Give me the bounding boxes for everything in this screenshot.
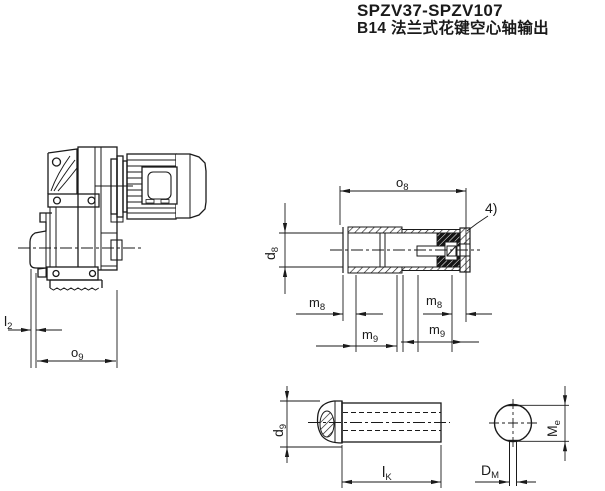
dim-m8-m9 — [296, 275, 492, 352]
gearbox-flange-plate — [47, 148, 78, 194]
spline-hatch — [319, 410, 335, 438]
dim-label-o9: o9 — [71, 345, 84, 363]
dim-label-o8: o8 — [396, 175, 409, 193]
dim-label-d8: d8 — [262, 247, 281, 260]
dim-d8 — [279, 203, 343, 294]
dim-me — [509, 386, 569, 461]
dim-d9 — [280, 386, 342, 463]
motor-flange — [110, 155, 128, 223]
page-title: SPZV37-SPZV107 — [357, 1, 503, 20]
upper-mounting-bar — [47, 193, 100, 208]
dim-dm — [475, 479, 536, 485]
callout-4: 4) — [466, 200, 497, 232]
dim-label-m9-left: m9 — [362, 327, 378, 345]
dim-label-m8-right: m8 — [426, 293, 442, 311]
dim-label-lk: lK — [382, 464, 392, 483]
dim-label-l2: l2 — [4, 313, 12, 332]
retaining-bolt — [416, 241, 458, 261]
dim-o9 — [37, 290, 118, 368]
lower-mounting-bar — [46, 266, 103, 291]
motor-rear-cap — [176, 153, 207, 219]
callout-label-4: 4) — [485, 200, 497, 216]
title-block: SPZV37-SPZV107 B14 法兰式花键空心轴输出 — [357, 2, 549, 38]
dim-label-m8-left: m8 — [309, 295, 325, 313]
dim-lk — [341, 445, 442, 488]
dim-label-m9-right: m9 — [429, 322, 445, 340]
dim-o8 — [339, 186, 467, 322]
motor — [126, 153, 207, 220]
dim-label-d9: d9 — [270, 424, 289, 437]
hollow-shaft-section-view — [330, 226, 480, 274]
dim-l2 — [8, 269, 62, 368]
page-subtitle: B14 法兰式花键空心轴输出 — [357, 20, 549, 37]
hollow-shaft-boss — [29, 212, 52, 278]
dim-label-dm: DM — [481, 462, 499, 481]
splined-shaft-view — [308, 400, 450, 444]
gearmotor-side-view — [18, 146, 207, 291]
dim-label-me: Me — [544, 420, 563, 437]
